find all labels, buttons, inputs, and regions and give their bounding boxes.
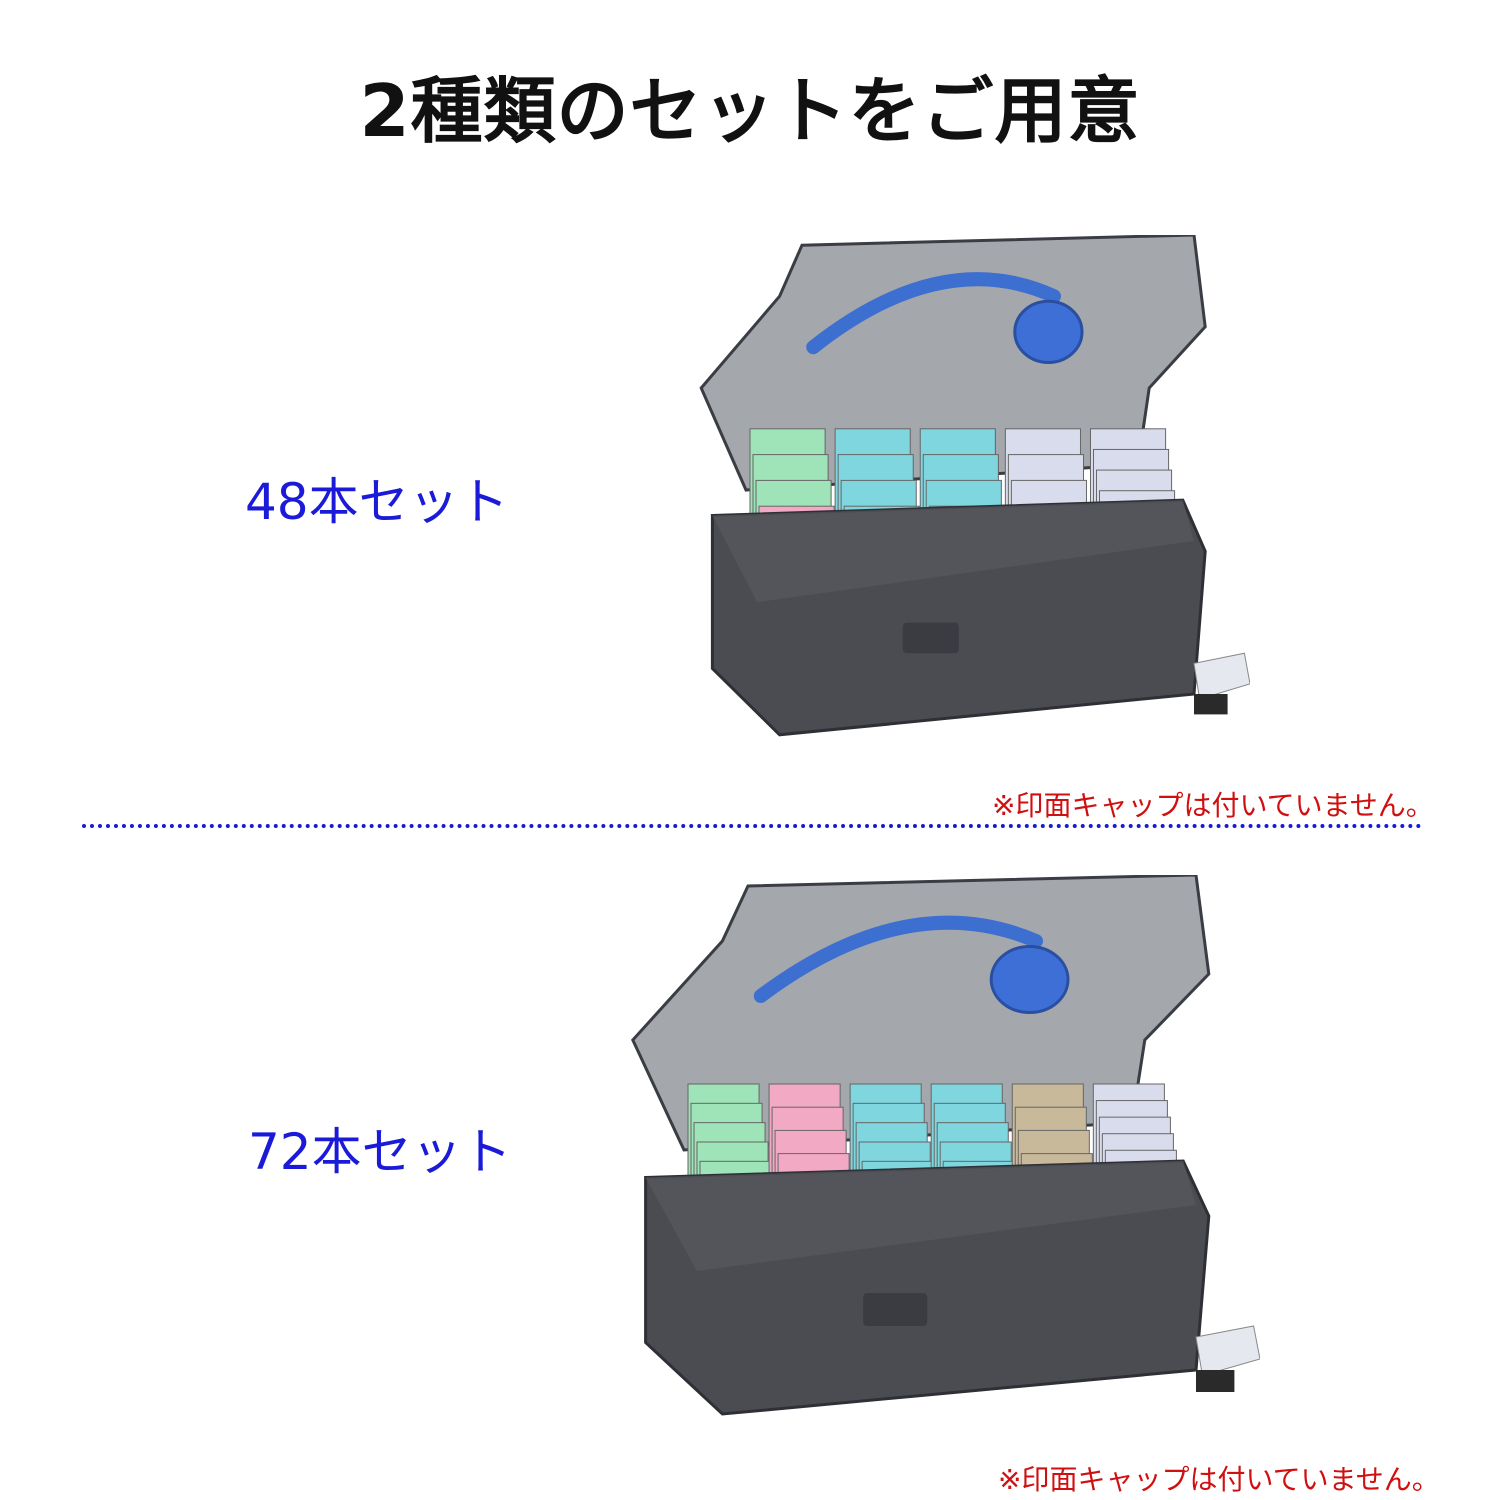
set-72-label: 72本セット: [248, 1123, 512, 1181]
stamp-cap: [1195, 1325, 1260, 1377]
lid-handle: [806, 272, 1061, 355]
case-clasp: [863, 1293, 928, 1326]
set-48-note: ※印面キャップは付いていません。: [992, 789, 1434, 822]
case-rim: [712, 500, 1194, 603]
lid-handle: [753, 915, 1043, 1003]
set-48-label: 48本セット: [245, 473, 509, 531]
stamp-box-48-image: [699, 235, 1250, 737]
stamp-cap-base: [1196, 1370, 1235, 1392]
lid-latch: [1013, 299, 1084, 365]
case-rim: [645, 1161, 1196, 1271]
page-title: 2種類のセットをご用意: [359, 69, 1141, 153]
lid-latch: [989, 945, 1070, 1014]
case-clasp: [902, 622, 959, 654]
stamp-box-72-image: [631, 875, 1260, 1416]
stamp-cap-base: [1194, 694, 1228, 715]
set-72-note: ※印面キャップは付いていません。: [998, 1463, 1440, 1496]
section-divider: [82, 824, 1422, 828]
stamp-cap: [1193, 652, 1250, 700]
